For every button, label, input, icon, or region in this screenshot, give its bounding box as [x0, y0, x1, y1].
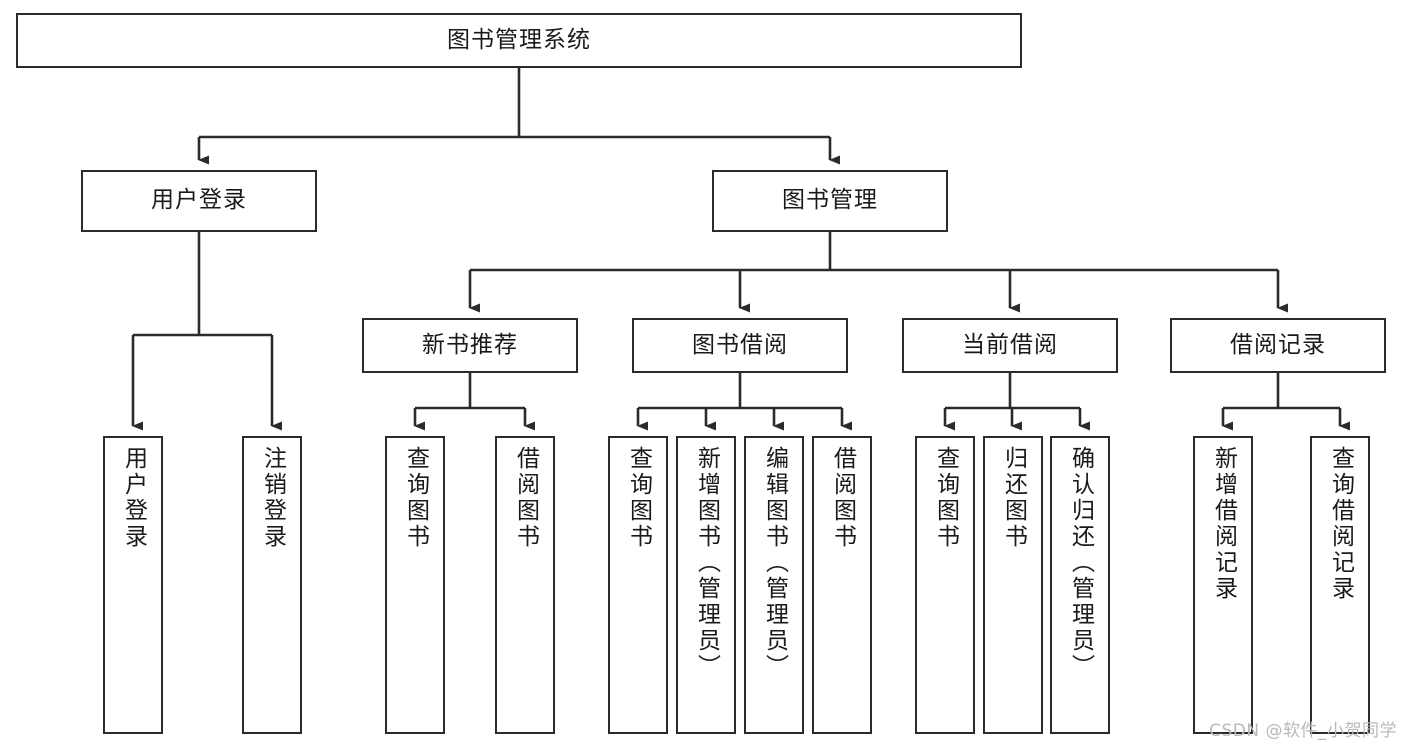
node-label: 编辑图书（管理员） — [761, 446, 788, 680]
node-label: 借阅记录 — [1230, 331, 1326, 358]
node-label: 图书管理 — [782, 187, 878, 214]
node-label: 归还图书 — [1000, 446, 1027, 550]
leaf-user-login-login[interactable]: 用户登录 — [103, 436, 163, 734]
node-label: 确认归还（管理员） — [1067, 446, 1094, 680]
node-label: 用户登录 — [151, 187, 247, 214]
leaf-book-borrow-edit-book-admin[interactable]: 编辑图书（管理员） — [744, 436, 804, 734]
node-label: 新书推荐 — [422, 331, 518, 358]
node-label: 查询图书 — [625, 446, 652, 550]
leaf-borrow-record-query-record[interactable]: 查询借阅记录 — [1310, 436, 1370, 734]
leaf-current-borrow-confirm-return-admin[interactable]: 确认归还（管理员） — [1050, 436, 1110, 734]
node-label: 新增图书（管理员） — [693, 446, 720, 680]
node-label: 图书管理系统 — [447, 26, 591, 53]
node-book-borrow[interactable]: 图书借阅 — [632, 318, 848, 373]
node-label: 查询图书 — [402, 446, 429, 550]
node-current-borrow[interactable]: 当前借阅 — [902, 318, 1118, 373]
node-label: 用户登录 — [120, 446, 147, 550]
leaf-user-login-logout[interactable]: 注销登录 — [242, 436, 302, 734]
node-label: 借阅图书 — [512, 446, 539, 550]
node-label: 注销登录 — [259, 446, 286, 550]
leaf-book-borrow-query-book[interactable]: 查询图书 — [608, 436, 668, 734]
leaf-new-book-query-book[interactable]: 查询图书 — [385, 436, 445, 734]
node-label: 图书借阅 — [692, 331, 788, 358]
node-label: 当前借阅 — [962, 331, 1058, 358]
leaf-current-borrow-return-book[interactable]: 归还图书 — [983, 436, 1043, 734]
node-label: 查询图书 — [932, 446, 959, 550]
node-root-book-management-system[interactable]: 图书管理系统 — [16, 13, 1022, 68]
leaf-current-borrow-query-book[interactable]: 查询图书 — [915, 436, 975, 734]
leaf-book-borrow-borrow-book[interactable]: 借阅图书 — [812, 436, 872, 734]
leaf-book-borrow-add-book-admin[interactable]: 新增图书（管理员） — [676, 436, 736, 734]
csdn-watermark: CSDN @软件_小贺同学 — [1209, 721, 1397, 741]
node-borrow-record[interactable]: 借阅记录 — [1170, 318, 1386, 373]
node-book-management[interactable]: 图书管理 — [712, 170, 948, 232]
node-label: 新增借阅记录 — [1210, 446, 1237, 602]
node-user-login[interactable]: 用户登录 — [81, 170, 317, 232]
node-new-book-recommend[interactable]: 新书推荐 — [362, 318, 578, 373]
leaf-borrow-record-add-record[interactable]: 新增借阅记录 — [1193, 436, 1253, 734]
node-label: 查询借阅记录 — [1327, 446, 1354, 602]
node-label: 借阅图书 — [829, 446, 856, 550]
leaf-new-book-borrow-book[interactable]: 借阅图书 — [495, 436, 555, 734]
